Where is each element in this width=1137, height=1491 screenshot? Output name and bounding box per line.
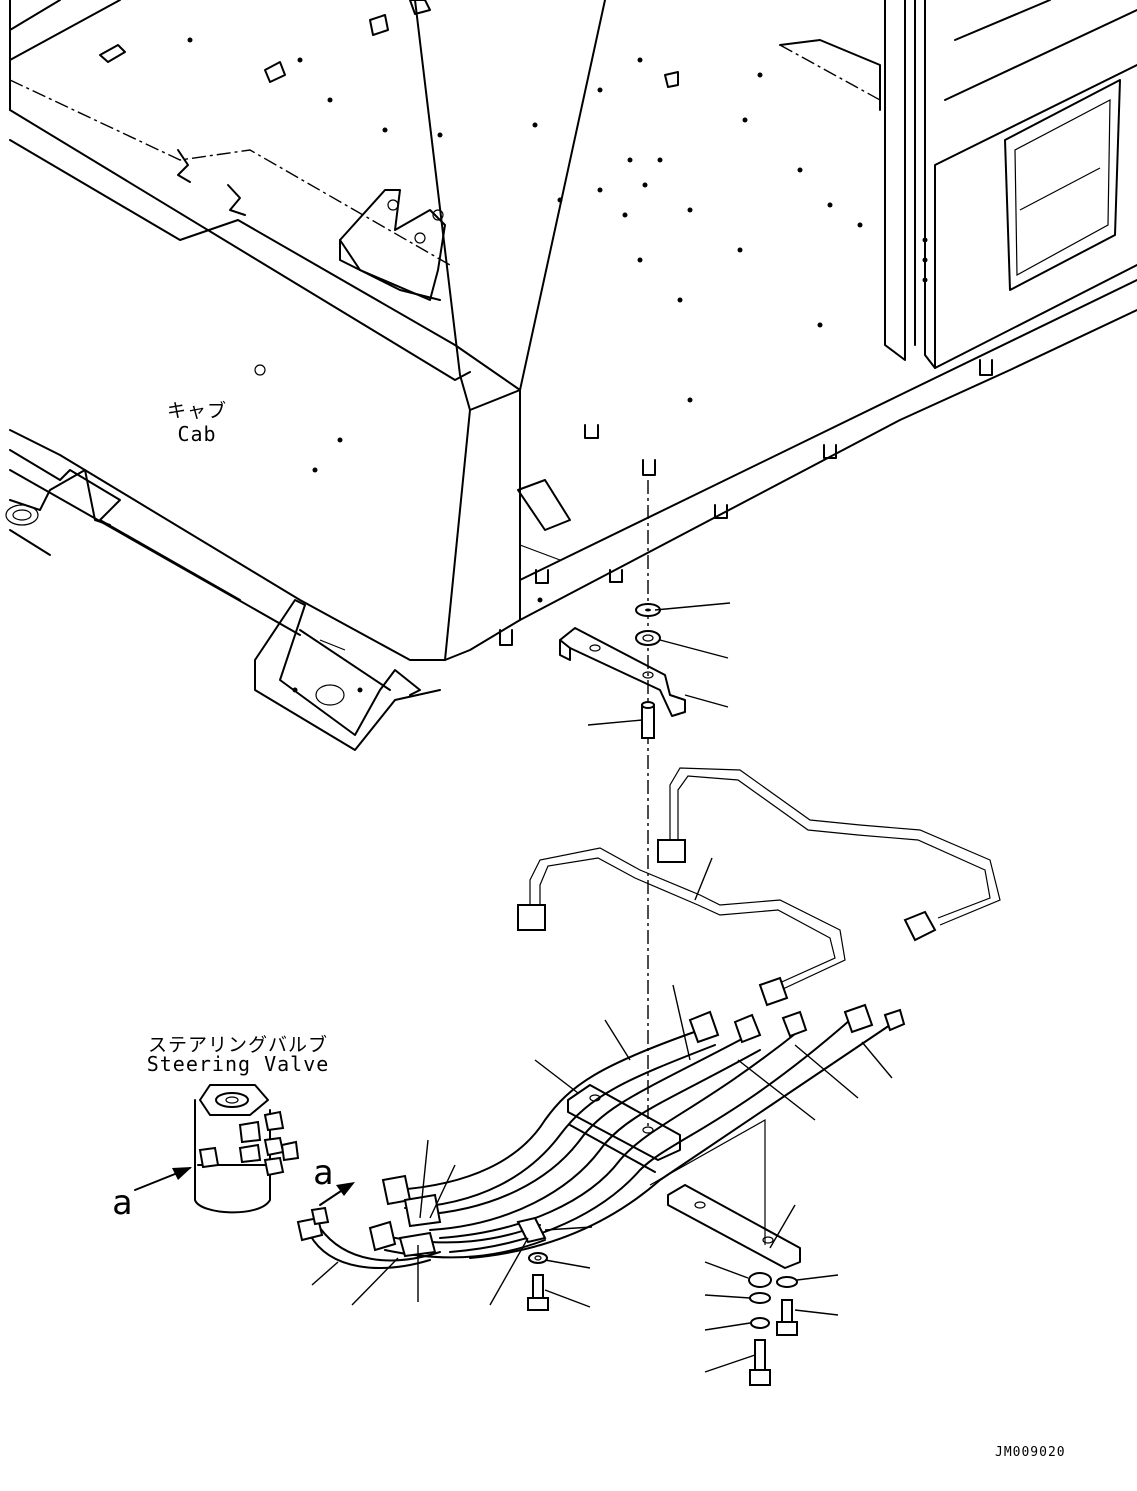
cab-label-en: Cab [177, 422, 217, 446]
hose-bundle [296, 1003, 906, 1269]
leader-lines [311, 602, 893, 1373]
steering-valve-label-jp: ステアリングバルブ [147, 1034, 328, 1056]
steering-valve [194, 1084, 300, 1214]
cab-label-jp: キャブ [166, 400, 227, 422]
hose-bracket-assembly [559, 480, 686, 1130]
drawing-code: JM009020 [995, 1445, 1066, 1460]
view-arrows [134, 1167, 355, 1206]
floor-holes [187, 37, 928, 603]
fasteners [527, 1252, 798, 1386]
cab-studs [499, 359, 993, 646]
steel-tube [517, 767, 1001, 1007]
cab-floor [5, 0, 1137, 751]
view-arrow-label-a-2: a [313, 1153, 334, 1193]
steering-valve-label-en: Steering Valve [146, 1052, 330, 1076]
view-arrow-label-a: a [112, 1183, 133, 1223]
